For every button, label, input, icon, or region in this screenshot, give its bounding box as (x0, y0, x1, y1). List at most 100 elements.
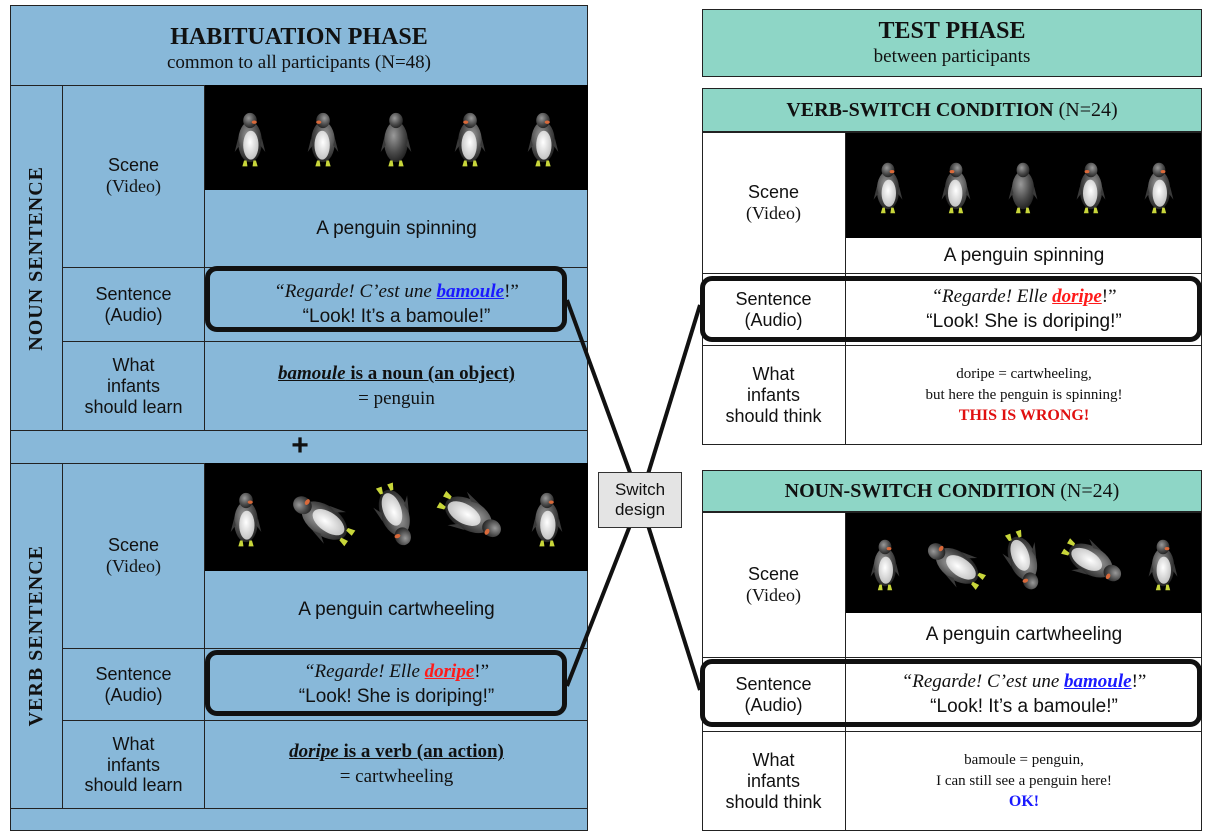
ns-sentence-label: Sentence (Audio) (702, 658, 846, 732)
connector-line (638, 304, 702, 501)
verb-sentence-label: Sentence (Audio) (63, 649, 205, 721)
habituation-header: HABITUATION PHASE common to all particip… (10, 14, 588, 84)
switch-line2: design (614, 500, 666, 519)
ns-sentence-highlight (700, 659, 1202, 727)
penguin-image (1143, 150, 1175, 222)
ns-scene-caption-cell: A penguin cartwheeling (846, 613, 1202, 658)
habituation-subtitle: common to all participants (N=48) (167, 52, 431, 73)
noun-switch-title: NOUN-SWITCH CONDITION (N=24) (785, 480, 1120, 503)
vs-sentence-label-line2: (Audio) (744, 309, 803, 330)
ns-scene-caption: A penguin cartwheeling (925, 624, 1123, 645)
switch-line1: Switch (614, 479, 666, 499)
vs-scene-caption-cell: A penguin spinning (846, 238, 1202, 274)
ns-think-line3: OK! (1008, 792, 1040, 810)
vs-sentence-label-line1: Sentence (735, 288, 812, 309)
vs-scene-caption: A penguin spinning (943, 244, 1105, 266)
noun-sentence-label-line1: Sentence (95, 283, 172, 304)
noun-scene-label-line2: (Video) (106, 176, 161, 196)
ns-think-label-line1: What (752, 750, 795, 771)
noun-learn-line1: bamoule is a noun (an object) (278, 362, 515, 387)
penguin-image (869, 528, 901, 598)
ns-scene-label: Scene (Video) (702, 512, 846, 658)
ns-think-label-line3: should think (725, 791, 822, 812)
ns-sentence-fr-a: “Regarde! C’est une (901, 670, 1065, 692)
ns-sentence-label-line1: Sentence (735, 673, 812, 694)
noun-sentence-fr-word: bamoule (436, 280, 505, 302)
noun-scene-label-line1: Scene (107, 155, 160, 176)
vs-sentence-highlight (700, 276, 1202, 342)
verb-switch-header: VERB-SWITCH CONDITION (N=24) (702, 88, 1202, 132)
ns-scene-label-line1: Scene (747, 563, 800, 584)
vs-sentence-fr-word: doripe (1052, 285, 1102, 307)
ns-sentence-fr-b: !” (1131, 670, 1147, 692)
noun-learn-label-line1: What (112, 355, 155, 376)
ns-think-cell: bamoule = penguin, I can still see a pen… (846, 732, 1202, 831)
penguin-image (1075, 150, 1107, 222)
verb-sentence-label-line2: (Audio) (104, 684, 163, 705)
vs-think-line1: doripe = cartwheeling, (956, 366, 1092, 383)
verb-learn-label-line1: What (112, 733, 155, 754)
noun-switch-title-n: (N=24) (1055, 479, 1120, 502)
noun-learn-label-line3: should learn (84, 396, 183, 417)
noun-learn-rest: is a noun (an object) (345, 362, 515, 384)
verb-learn-label: What infants should learn (63, 721, 205, 809)
ns-sentence-label-line2: (Audio) (744, 694, 803, 715)
ns-sentence-en: “Look! It’s a bamoule!” (930, 695, 1118, 717)
noun-sentence-highlight (205, 266, 567, 332)
noun-learn-cell: bamoule is a noun (an object) = penguin (205, 342, 588, 431)
connector-line (565, 499, 642, 687)
vs-think-label-line2: infants (746, 385, 801, 406)
noun-scene-label: Scene (Video) (63, 85, 205, 268)
noun-sentence-label: Sentence (Audio) (63, 268, 205, 342)
verb-sentence-label-line1: Sentence (95, 663, 172, 684)
connector-line (638, 499, 702, 691)
vs-scene-label-line2: (Video) (746, 202, 801, 223)
noun-learn-label-line2: infants (106, 376, 161, 397)
vs-sentence-fr: “Regarde! Elle doripe!” (931, 285, 1116, 310)
ns-think-label: What infants should think (702, 732, 846, 831)
verb-scene-video (205, 463, 588, 571)
penguin-image (911, 524, 995, 602)
noun-scene-video (205, 85, 588, 190)
verb-sentence-fr-word: doripe (424, 660, 475, 682)
ns-think-label-line2: infants (746, 771, 801, 792)
ns-sentence-cell: “Regarde! C’est une bamoule!” “Look! It’… (846, 658, 1202, 732)
verb-side-label-cell: VERB SENTENCE (10, 463, 63, 809)
verb-learn-label-line3: should learn (84, 775, 183, 796)
noun-switch-header: NOUN-SWITCH CONDITION (N=24) (702, 470, 1202, 512)
verb-scene-label-line1: Scene (107, 534, 160, 555)
verb-scene-caption: A penguin cartwheeling (298, 598, 495, 620)
verb-learn-word: doripe (289, 741, 339, 763)
noun-sentence-label-line2: (Audio) (104, 304, 163, 325)
verb-learn-line1: doripe is a verb (an action) (289, 740, 504, 765)
vs-think-line3: THIS IS WRONG! (958, 406, 1090, 424)
vs-scene-video (846, 133, 1201, 238)
ns-think-line1: bamoule = penguin, (964, 752, 1084, 769)
test-subtitle: between participants (873, 46, 1031, 67)
noun-sentence-fr: “Regarde! C’est une bamoule!” (274, 280, 519, 305)
vs-sentence-label: Sentence (Audio) (702, 274, 846, 346)
verb-learn-cell: doripe is a verb (an action) = cartwheel… (205, 721, 588, 809)
ns-scene-video (846, 513, 1201, 613)
penguin-image (872, 150, 904, 222)
verb-learn-line2: = cartwheeling (339, 766, 454, 787)
verb-scene-caption-cell: A penguin cartwheeling (205, 571, 588, 649)
ns-think-line2: I can still see a penguin here! (936, 772, 1112, 789)
penguin-image (1053, 526, 1137, 601)
vs-think-cell: doripe = cartwheeling, but here the peng… (846, 346, 1202, 445)
penguin-image (1147, 528, 1179, 598)
habituation-title: HABITUATION PHASE (170, 24, 428, 51)
test-header: TEST PHASE between participants (702, 9, 1202, 77)
verb-learn-label-line2: infants (106, 754, 161, 775)
noun-side-label-cell: NOUN SENTENCE (10, 85, 63, 431)
verb-learn-rest: is a verb (an action) (338, 741, 504, 763)
penguin-image (994, 524, 1054, 603)
verb-switch-title-n: (N=24) (1053, 98, 1118, 121)
verb-switch-title: VERB-SWITCH CONDITION (N=24) (786, 99, 1117, 122)
ns-sentence-fr: “Regarde! C’est une bamoule!” (902, 670, 1147, 695)
vs-think-label-line1: What (752, 364, 795, 385)
verb-sentence-fr-b: !” (474, 660, 490, 682)
vs-sentence-cell: “Regarde! Elle doripe!” “Look! She is do… (846, 274, 1202, 346)
vs-scene-label-line1: Scene (747, 181, 800, 202)
